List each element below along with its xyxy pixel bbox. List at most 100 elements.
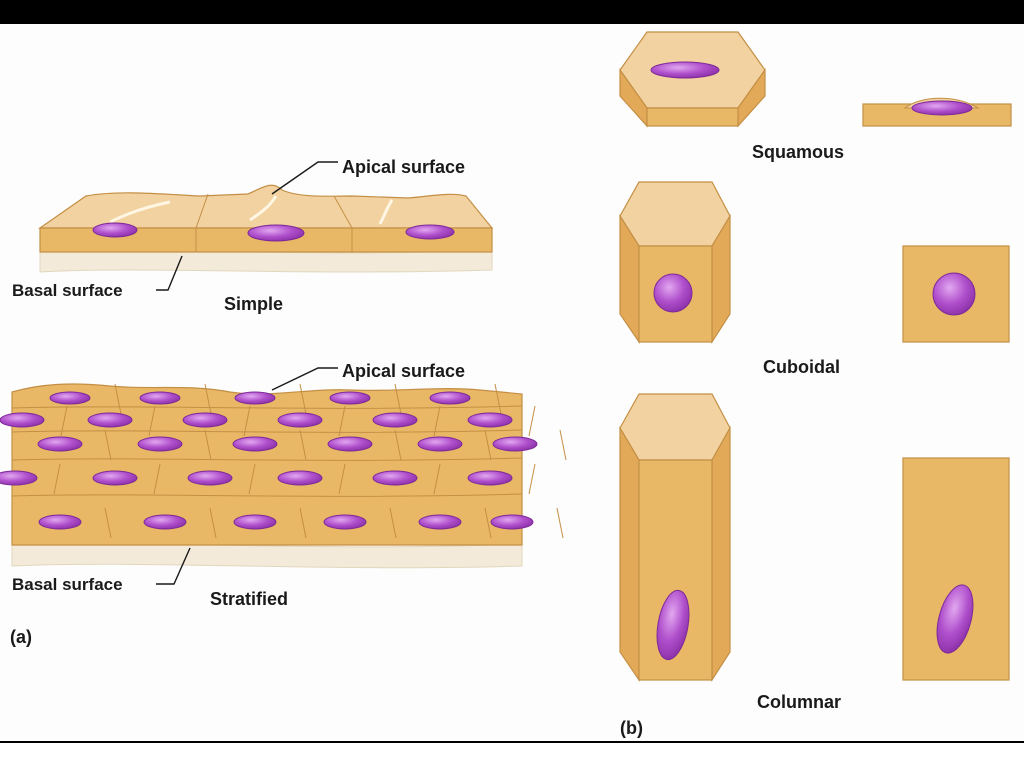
nucleus <box>656 589 690 661</box>
cell-border <box>204 429 212 461</box>
cell-border <box>204 383 212 415</box>
top-black-band <box>0 0 1024 24</box>
cell-layer-border <box>11 429 523 433</box>
nucleus <box>49 391 91 405</box>
panel-b-label: (b) <box>620 718 643 738</box>
cell-border <box>243 405 251 437</box>
cell-border <box>248 463 256 495</box>
cell-border <box>528 405 536 437</box>
cell-border <box>299 383 307 415</box>
cell-border <box>394 383 402 415</box>
stratified-basal-label: Basal surface <box>12 575 123 594</box>
nucleus <box>37 436 83 452</box>
nucleus <box>232 436 278 452</box>
nucleus <box>492 436 538 452</box>
nucleus <box>372 470 418 486</box>
simple-highlight <box>249 195 278 222</box>
nucleus <box>653 273 693 313</box>
nucleus <box>417 436 463 452</box>
nucleus <box>467 470 513 486</box>
simple-highlight <box>109 200 171 224</box>
nucleus <box>187 470 233 486</box>
cell-border <box>494 383 502 415</box>
nucleus <box>911 100 973 116</box>
cell-layer-border <box>11 493 523 497</box>
nucleus <box>467 412 513 428</box>
cell-border <box>338 405 346 437</box>
cell-border <box>104 507 112 539</box>
nucleus <box>329 391 371 405</box>
cell-border <box>299 429 307 461</box>
cell-border <box>114 383 122 415</box>
stratified-apical-leader <box>271 367 338 391</box>
columnar-3d-side <box>711 425 731 683</box>
diagram-canvas <box>0 24 1024 742</box>
nucleus <box>0 412 45 428</box>
nucleus <box>137 436 183 452</box>
nucleus <box>247 224 305 242</box>
cell-border <box>559 429 567 461</box>
squamous-3d-front <box>646 107 739 127</box>
simple-title: Simple <box>224 294 283 314</box>
stratified-apical-label: Apical surface <box>342 361 465 381</box>
nucleus <box>429 391 471 405</box>
cell-border <box>556 507 564 539</box>
nucleus <box>143 514 187 530</box>
nucleus <box>372 412 418 428</box>
cell-border <box>338 463 346 495</box>
nucleus <box>277 470 323 486</box>
simple-basal-leader <box>156 255 183 291</box>
cuboidal-cells: Cuboidal <box>619 181 1010 377</box>
simple-cell-border <box>333 195 353 229</box>
simple-apical-leader <box>271 161 338 195</box>
nucleus <box>92 222 138 238</box>
simple-epithelium: Apical surface Basal surface Simple <box>12 157 494 314</box>
cell-border <box>209 507 217 539</box>
cell-border <box>484 507 492 539</box>
cell-border <box>389 507 397 539</box>
stratified-epithelium: Apical surface Basal surface Stratified <box>0 361 567 609</box>
cell-layer-border <box>11 457 523 461</box>
nucleus <box>490 514 534 530</box>
cell-border <box>148 405 156 437</box>
columnar-cells: Columnar <box>619 393 1010 712</box>
cuboidal-label: Cuboidal <box>763 357 840 377</box>
cell-border <box>484 429 492 461</box>
cuboidal-3d-top <box>619 181 731 247</box>
stratified-cell-layers <box>0 383 567 539</box>
cell-border <box>104 429 112 461</box>
cell-border <box>433 405 441 437</box>
nucleus <box>38 514 82 530</box>
panel-a-label: (a) <box>10 627 32 647</box>
cell-border <box>299 507 307 539</box>
simple-cell-border <box>195 193 209 229</box>
columnar-3d-side <box>619 425 640 682</box>
simple-apical-label: Apical surface <box>342 157 465 177</box>
cell-border <box>528 463 536 495</box>
simple-connective-tissue <box>39 249 493 273</box>
nucleus <box>0 470 38 486</box>
simple-highlight <box>378 199 394 225</box>
nucleus <box>936 584 974 654</box>
nucleus <box>139 391 181 405</box>
columnar-label: Columnar <box>757 692 841 712</box>
cell-border <box>60 405 68 437</box>
cell-border <box>394 429 402 461</box>
nucleus <box>87 412 133 428</box>
bottom-divider-line <box>0 741 1024 743</box>
nucleus <box>92 470 138 486</box>
columnar-3d-top <box>619 393 731 461</box>
nucleus <box>418 514 462 530</box>
nucleus <box>182 412 228 428</box>
nucleus <box>327 436 373 452</box>
stratified-title: Stratified <box>210 589 288 609</box>
nucleus <box>277 412 323 428</box>
cell-border <box>53 463 61 495</box>
cell-border <box>433 463 441 495</box>
nucleus <box>234 391 276 405</box>
squamous-cells: Squamous <box>619 31 1012 162</box>
stratified-basal-leader <box>156 547 191 585</box>
nucleus <box>932 272 976 316</box>
nucleus <box>233 514 277 530</box>
squamous-label: Squamous <box>752 142 844 162</box>
